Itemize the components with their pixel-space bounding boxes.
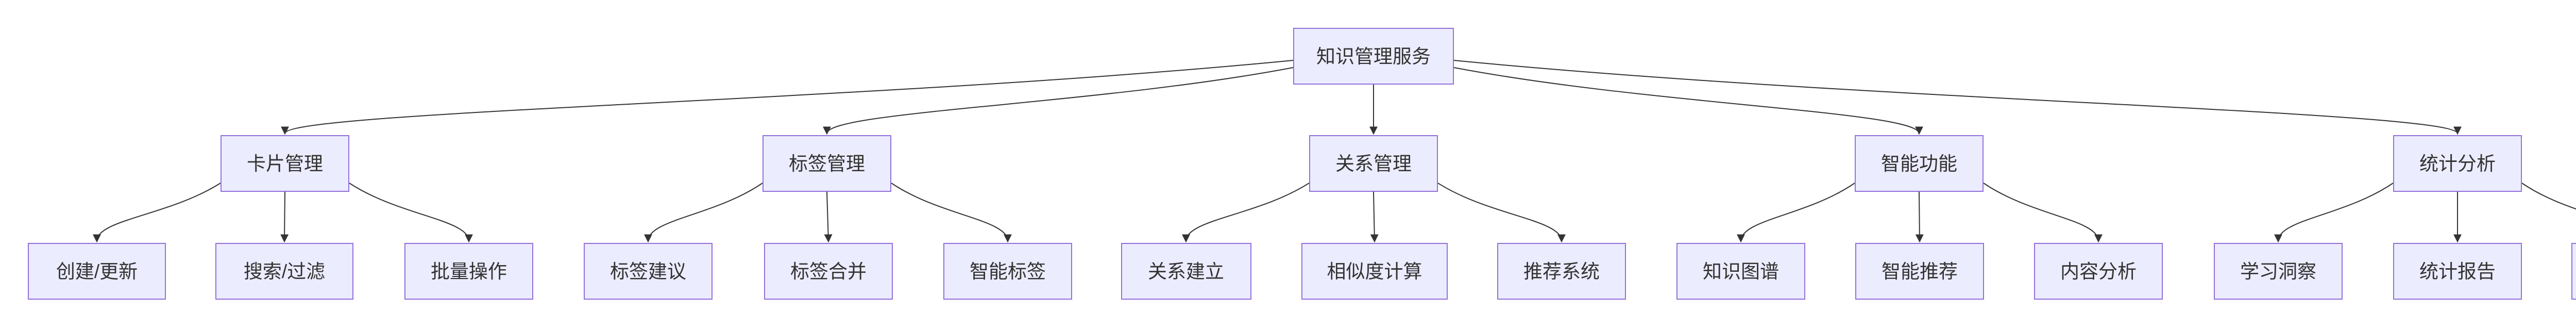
- edge: [349, 183, 473, 243]
- node-rel-recommend: 推荐系统: [1497, 243, 1626, 300]
- node-tag-smart: 智能标签: [943, 243, 1072, 300]
- node-ai-content: 内容分析: [2034, 243, 2163, 300]
- node-label: 批量操作: [431, 260, 507, 282]
- node-root: 知识管理服务: [1293, 28, 1454, 85]
- edge: [823, 67, 1294, 135]
- node-stat: 统计分析: [2393, 135, 2522, 192]
- edge: [1453, 67, 1923, 135]
- edge: [281, 60, 1294, 135]
- node-tag-merge: 标签合并: [764, 243, 893, 300]
- edge: [1453, 60, 2462, 135]
- node-ai-graph: 知识图谱: [1676, 243, 1805, 300]
- edge: [280, 191, 289, 243]
- edge: [1737, 183, 1855, 243]
- edge: [1370, 191, 1379, 243]
- node-label: 学习洞察: [2240, 260, 2316, 282]
- node-label: 知识图谱: [1703, 260, 1779, 282]
- node-ai-recommend: 智能推荐: [1855, 243, 1984, 300]
- node-stat-report: 统计报告: [2393, 243, 2522, 300]
- node-label: 内容分析: [2060, 260, 2137, 282]
- node-label: 推荐系统: [1523, 260, 1600, 282]
- edge: [1915, 191, 1924, 243]
- edge: [2274, 183, 2394, 243]
- node-label: 标签合并: [790, 260, 867, 282]
- node-label: 智能功能: [1881, 153, 1957, 174]
- edge: [824, 191, 833, 243]
- node-label: 智能标签: [970, 260, 1046, 282]
- node-stat-trend: 趋势分析: [2571, 243, 2576, 300]
- node-label: 统计分析: [2419, 153, 2496, 174]
- edge: [891, 183, 1012, 243]
- node-label: 搜索/过滤: [243, 260, 326, 282]
- node-card-search: 搜索/过滤: [215, 243, 353, 300]
- node-card-create: 创建/更新: [28, 243, 166, 300]
- node-label: 相似度计算: [1327, 260, 1422, 282]
- node-rel-build: 关系建立: [1121, 243, 1251, 300]
- edge: [644, 183, 763, 243]
- node-label: 标签建议: [610, 260, 686, 282]
- node-stat-insight: 学习洞察: [2214, 243, 2343, 300]
- node-rel-similarity: 相似度计算: [1301, 243, 1448, 300]
- node-rel: 关系管理: [1309, 135, 1438, 192]
- node-label: 统计报告: [2419, 260, 2496, 282]
- edge: [1437, 183, 1566, 243]
- edge: [2521, 183, 2576, 210]
- node-tag: 标签管理: [762, 135, 891, 192]
- node-label: 关系建立: [1148, 260, 1224, 282]
- node-label: 关系管理: [1335, 153, 1412, 174]
- edge: [1182, 183, 1310, 243]
- edge: [93, 183, 221, 243]
- node-tag-suggest: 标签建议: [584, 243, 713, 300]
- edge: [1983, 183, 2103, 243]
- node-ai: 智能功能: [1855, 135, 1984, 192]
- node-label: 标签管理: [789, 153, 865, 174]
- node-label: 卡片管理: [247, 153, 323, 174]
- node-label: 智能推荐: [1882, 260, 1958, 282]
- node-card: 卡片管理: [221, 135, 349, 192]
- node-label: 创建/更新: [56, 260, 138, 282]
- node-card-batch: 批量操作: [404, 243, 533, 300]
- node-label: 知识管理服务: [1316, 45, 1431, 67]
